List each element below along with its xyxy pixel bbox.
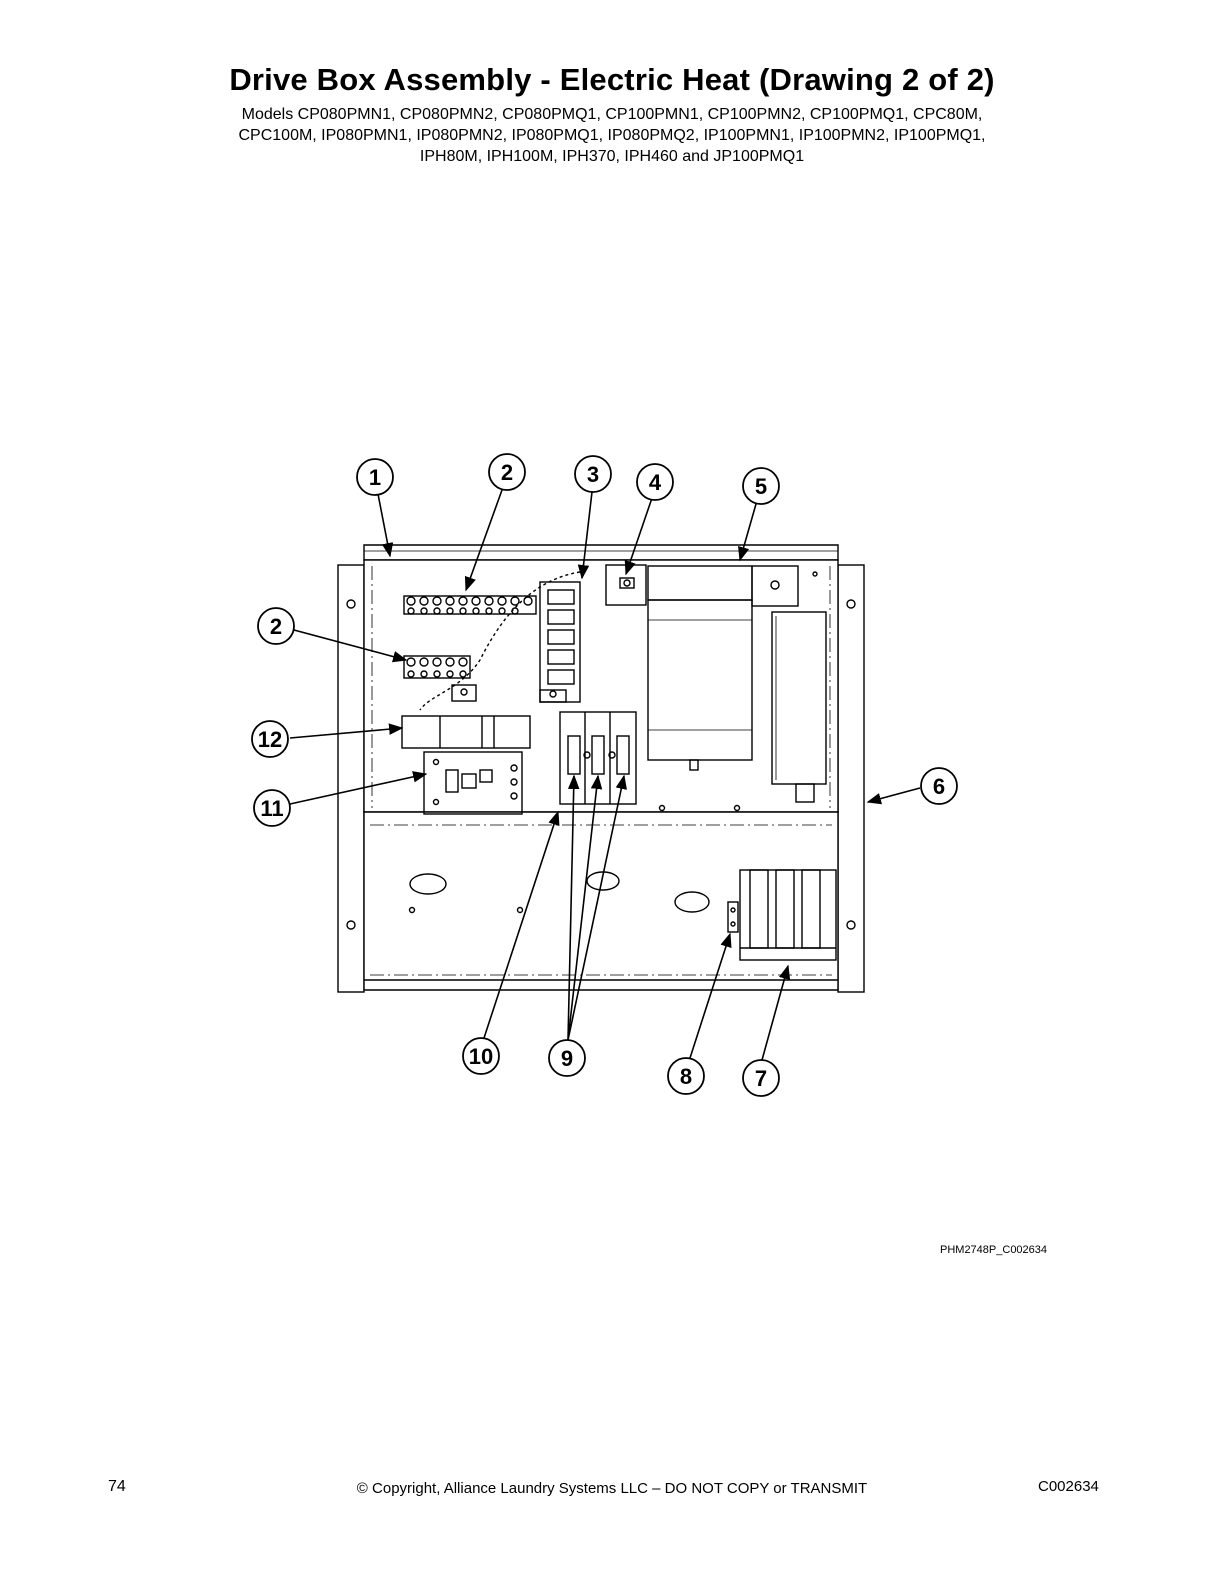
callout-number: 3 xyxy=(587,462,599,487)
page-number: 74 xyxy=(108,1478,126,1495)
callout-leaders xyxy=(289,489,921,1061)
callout-number: 2 xyxy=(501,460,513,485)
callout: 5 xyxy=(742,467,780,505)
fuse-block xyxy=(559,711,741,812)
callout-number: 5 xyxy=(755,474,767,499)
models-line: Models CP080PMN1, CP080PMN2, CP080PMQ1, … xyxy=(241,106,983,123)
terminal-block-upper xyxy=(403,595,537,615)
page-title: Drive Box Assembly - Electric Heat (Draw… xyxy=(229,62,995,97)
callout-number: 8 xyxy=(680,1064,692,1089)
callout-number: 11 xyxy=(260,796,283,821)
models-list: Models CP080PMN1, CP080PMN2, CP080PMQ1, … xyxy=(150,104,1074,167)
callout: 2 xyxy=(488,453,526,491)
callout-number: 4 xyxy=(649,470,662,495)
callout: 11 xyxy=(253,789,291,827)
callout: 6 xyxy=(920,767,958,805)
callout: 8 xyxy=(667,1057,705,1095)
drive-unit xyxy=(647,565,818,771)
callout: 3 xyxy=(574,455,612,493)
callout: 10 xyxy=(462,1037,500,1075)
callout-number: 10 xyxy=(469,1044,493,1069)
models-line: IPH80M, IPH100M, IPH370, IPH460 and JP10… xyxy=(419,148,805,165)
right-module xyxy=(771,611,827,803)
power-terminal-block xyxy=(739,869,837,961)
callout-number: 9 xyxy=(561,1046,573,1071)
callout: 9 xyxy=(548,1039,586,1077)
callout-number: 12 xyxy=(258,727,282,752)
ground-lug xyxy=(727,901,739,933)
models-line: CPC100M, IP080PMN1, IP080PMN2, IP080PMQ1… xyxy=(238,127,986,144)
callout-number: 6 xyxy=(933,774,945,799)
callout: 1 xyxy=(356,458,394,496)
callouts: 1 2 3 4 5 2 12 11 xyxy=(251,453,958,1097)
relay xyxy=(423,751,523,815)
copyright-notice: © Copyright, Alliance Laundry Systems LL… xyxy=(356,1480,868,1497)
callout-number: 1 xyxy=(369,465,381,490)
terminal-block-lower xyxy=(403,655,471,679)
callout: 2 xyxy=(257,607,295,645)
control-board xyxy=(451,581,581,703)
callout: 7 xyxy=(742,1059,780,1097)
callout: 4 xyxy=(636,463,674,501)
callout: 12 xyxy=(251,720,289,758)
drive-box-outline xyxy=(337,544,865,993)
drawing-code: PHM2748P_C002634 xyxy=(940,1244,1048,1256)
document-code: C002634 xyxy=(1038,1478,1099,1495)
callout-number: 7 xyxy=(755,1066,767,1091)
callout-number: 2 xyxy=(270,614,282,639)
